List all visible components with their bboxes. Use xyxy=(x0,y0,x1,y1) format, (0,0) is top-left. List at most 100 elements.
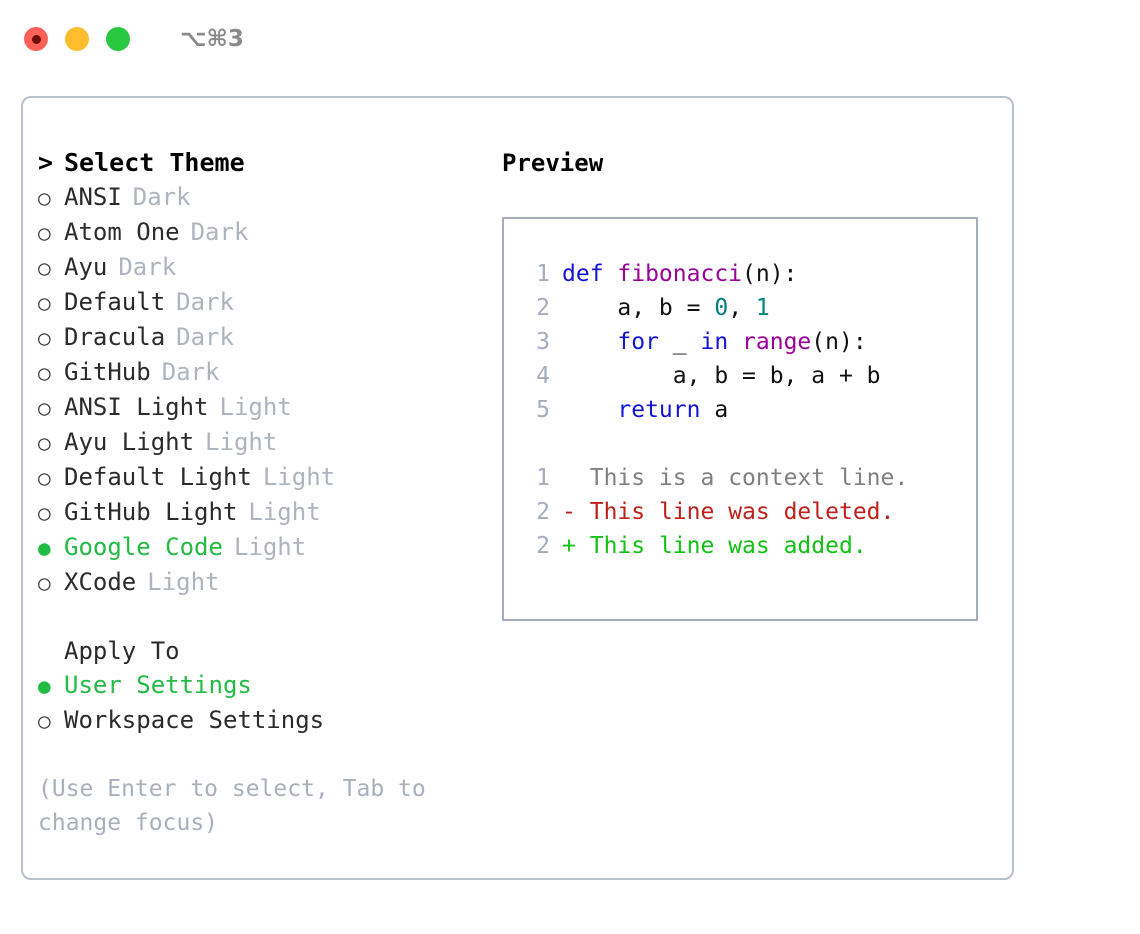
keyboard-shortcut-label: ⌥⌘3 xyxy=(180,26,244,52)
theme-option-label: Dracula xyxy=(64,323,166,351)
minimize-button[interactable] xyxy=(65,27,89,51)
theme-option-atom-one[interactable]: ○ Atom One Dark xyxy=(38,215,478,250)
radio-unselected-icon: ○ xyxy=(38,186,51,210)
theme-option-label: XCode xyxy=(64,568,137,596)
maximize-button[interactable] xyxy=(106,27,130,51)
code-token-kw: for xyxy=(617,329,659,355)
theme-option-variant: Dark xyxy=(190,218,249,246)
theme-option-google-code[interactable]: ● Google Code Light xyxy=(38,530,478,565)
apply-to-indent xyxy=(38,634,64,668)
radio-unselected-icon: ○ xyxy=(38,501,51,525)
apply-to-list: ●User Settings○Workspace Settings xyxy=(38,668,478,738)
radio-unselected-icon: ○ xyxy=(38,361,51,385)
code-token-kw: def xyxy=(562,261,618,287)
theme-option-variant: Dark xyxy=(176,323,234,351)
theme-option-variant: Dark xyxy=(161,358,220,386)
code-line: 2 a, b = 0, 1 xyxy=(520,291,970,325)
radio-unselected-icon: ○ xyxy=(38,431,51,455)
code-line-content: a, b = b, a + b xyxy=(562,359,881,393)
theme-option-label: Default Light xyxy=(64,463,252,491)
diff-marker-del: - xyxy=(562,499,576,525)
theme-option-label: GitHub Light xyxy=(64,498,238,526)
select-theme-header: > Select Theme xyxy=(38,146,478,180)
theme-option-variant: Light xyxy=(248,498,321,526)
code-token-num: 0 xyxy=(714,295,729,321)
diff-line-content: - This line was deleted. xyxy=(562,495,894,529)
theme-option-dracula[interactable]: ○ Dracula Dark xyxy=(38,320,478,355)
diff-line-add: 2 + This line was added. xyxy=(520,529,970,563)
apply-to-option-workspace-settings[interactable]: ○Workspace Settings xyxy=(38,703,478,738)
prompt-caret-icon: > xyxy=(38,148,54,177)
close-button[interactable] xyxy=(24,27,48,51)
preview-title: Preview xyxy=(502,149,604,177)
diff-line-content: + This line was added. xyxy=(562,529,867,563)
diff-line-ctx: 1 This is a context line. xyxy=(520,461,970,495)
diff-line-number: 1 xyxy=(536,465,550,491)
code-token-fn: range xyxy=(742,329,812,355)
apply-to-option-label: User Settings xyxy=(64,671,252,699)
code-line-number: 2 xyxy=(536,295,550,321)
theme-option-label: Ayu Light xyxy=(64,428,195,456)
list-spacer xyxy=(38,600,478,634)
keyboard-hint: (Use Enter to select, Tab to change focu… xyxy=(38,776,426,836)
theme-option-label: Google Code xyxy=(64,533,223,561)
radio-selected-icon: ● xyxy=(38,536,51,560)
diff-line-number: 2 xyxy=(536,499,550,525)
code-line-content: def fibonacci(n): xyxy=(562,257,797,291)
code-token-plain: a, b = xyxy=(562,295,715,321)
diff-marker-add: + xyxy=(562,533,576,559)
code-line-number: 4 xyxy=(536,363,550,389)
code-diff-spacer xyxy=(520,427,970,461)
code-line-content: return a xyxy=(562,393,728,427)
theme-option-label: Ayu xyxy=(64,253,108,281)
code-line: 3 for _ in range(n): xyxy=(520,325,970,359)
diff-lines: 1 This is a context line.2- This line wa… xyxy=(520,461,970,563)
diff-line-text: This is a context line. xyxy=(589,465,909,491)
theme-option-github-light[interactable]: ○ GitHub Light Light xyxy=(38,495,478,530)
diff-line-del: 2- This line was deleted. xyxy=(520,495,970,529)
theme-option-variant: Light xyxy=(233,533,307,561)
code-token-plain xyxy=(728,329,742,355)
code-line-number: 3 xyxy=(536,329,550,355)
apply-to-header-label: Apply To xyxy=(64,637,180,665)
code-token-kw: in xyxy=(700,329,729,355)
apply-to-option-user-settings[interactable]: ●User Settings xyxy=(38,668,478,703)
code-line-number: 1 xyxy=(536,261,550,287)
diff-marker-ctx xyxy=(562,465,576,491)
radio-unselected-icon: ○ xyxy=(38,466,51,490)
theme-option-default-light[interactable]: ○ Default Light Light xyxy=(38,460,478,495)
title-bar: ⌥⌘3 xyxy=(0,0,1140,78)
theme-option-variant: Light xyxy=(205,428,278,456)
window-controls xyxy=(24,27,130,51)
theme-option-variant: Light xyxy=(262,463,336,491)
code-token-plain: , xyxy=(728,295,756,321)
radio-unselected-icon: ○ xyxy=(38,221,51,245)
theme-option-variant: Light xyxy=(147,568,220,596)
code-token-kw: return xyxy=(617,397,701,423)
theme-option-label: Default xyxy=(64,288,166,316)
code-line-content: for _ in range(n): xyxy=(562,325,866,359)
code-token-num: 1 xyxy=(755,295,770,321)
code-token-fn: fibonacci xyxy=(617,261,743,287)
theme-option-label: Atom One xyxy=(64,218,180,246)
diff-line-text: This line was deleted. xyxy=(589,499,895,525)
code-line: 5 return a xyxy=(520,393,970,427)
radio-unselected-icon: ○ xyxy=(38,709,51,733)
theme-option-ayu-light[interactable]: ○ Ayu Light Light xyxy=(38,425,478,460)
radio-unselected-icon: ○ xyxy=(38,326,51,350)
diff-line-number: 2 xyxy=(536,533,550,559)
theme-option-variant: Dark xyxy=(132,183,191,211)
